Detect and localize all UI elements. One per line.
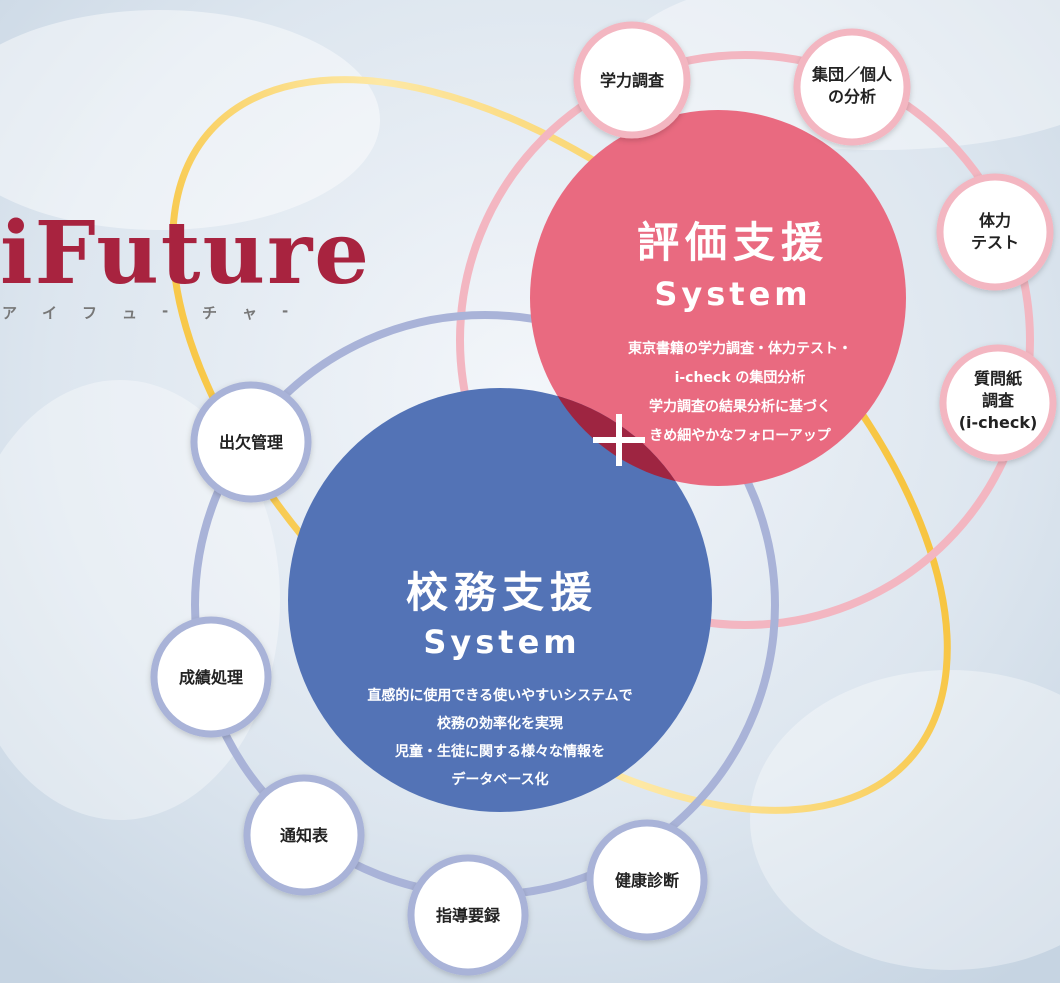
node-shudan-kojin-bunseki: 集団／個人 の分析 [793,28,911,146]
evaluation-desc-line: 学力調査の結果分析に基づく [649,398,831,415]
evaluation-desc-line: 東京書籍の学力調査・体力テスト・ [628,340,852,357]
logo-reading-char: チ [202,304,218,322]
node-gakuryoku-chosa: 学力調査 [573,21,691,139]
logo-reading-char: - [282,302,289,320]
node-label: 集団／個人 [811,65,893,84]
node-label: テスト [971,233,1019,252]
evaluation-title: 評価支援 [637,218,829,267]
ifuture-logo: iFuture ア イ フ ュ - チ ャ - [0,203,372,326]
evaluation-desc-line: きめ細やかなフォローアップ [649,427,831,444]
logo-title: iFuture [0,203,372,304]
school-desc-line: データベース化 [451,771,548,788]
logo-reading-char: フ [82,304,98,322]
school-desc-line: 児童・生徒に関する様々な情報を [394,743,605,760]
node-label: の分析 [828,87,876,106]
logo-reading-char: - [162,302,169,320]
node-label: 出欠管理 [219,433,283,452]
logo-reading-char: ュ [122,304,138,322]
node-label: 指導要録 [436,906,501,925]
node-label: 成績処理 [179,668,243,687]
evaluation-desc-line: i-check の集団分析 [675,369,806,386]
node-label: 学力調査 [600,71,664,90]
logo-reading-char: イ [42,304,58,322]
logo-reading-char: ャ [242,304,258,322]
plus-connector [593,414,645,466]
node-label: 調査 [982,391,1014,410]
node-shido-yoroku: 指導要録 [407,854,529,976]
evaluation-subtitle: System [654,275,811,313]
node-label: 健康診断 [615,871,679,890]
node-shuketsu-kanri: 出欠管理 [190,381,312,503]
node-label: 体力 [979,211,1011,230]
school-circle [288,388,712,812]
node-tairyoku-test: 体力 テスト [936,173,1054,291]
logo-reading: ア イ フ ュ - チ ャ - [2,302,360,323]
evaluation-ring [456,51,1034,629]
school-title: 校務支援 [406,568,598,617]
node-label: 質問紙 [974,369,1022,388]
logo-reading-char: ア [2,304,18,322]
node-label: (i-check) [959,413,1038,432]
school-desc-line: 校務の効率化を実現 [437,715,563,732]
school-subtitle: System [423,623,580,661]
node-tsuchihyo: 通知表 [243,774,365,896]
node-seiseki-shori: 成績処理 [150,616,272,738]
node-shitsumonshi-chosa: 質問紙 調査 (i-check) [939,344,1057,462]
school-desc-line: 直感的に使用できる使いやすいシステムで [367,687,632,704]
node-kenko-shindan: 健康診断 [586,819,708,941]
node-label: 通知表 [280,826,329,845]
evaluation-circle [530,110,906,486]
